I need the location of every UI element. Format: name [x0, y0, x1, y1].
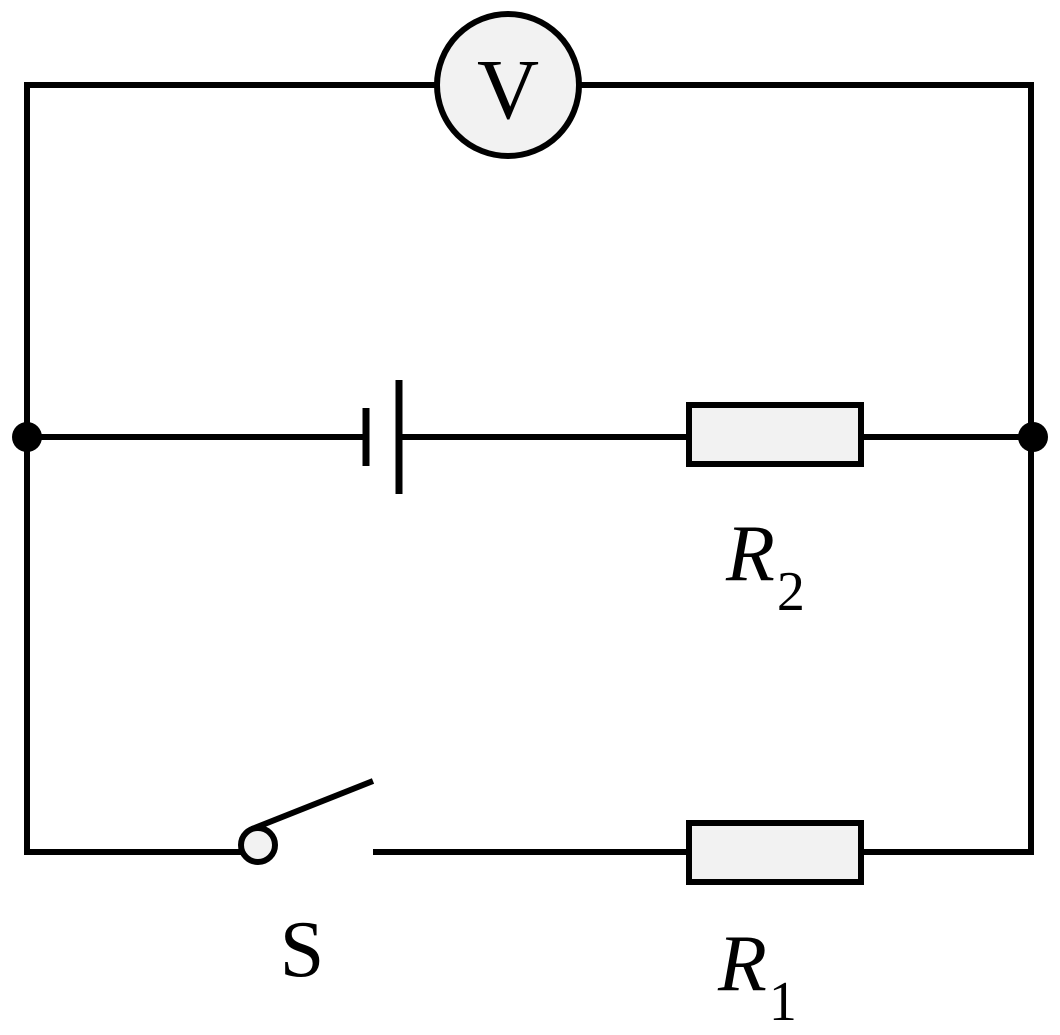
resistor-r2: R2 — [686, 402, 864, 623]
junction-right — [1018, 422, 1048, 452]
resistor-r1: R1 — [686, 820, 864, 1033]
resistor-r1-label-main: R — [717, 920, 767, 1008]
wires — [24, 82, 1034, 855]
switch-pivot — [238, 825, 278, 865]
voltmeter: V — [434, 11, 582, 159]
junction-left — [12, 422, 42, 452]
battery — [362, 380, 403, 494]
voltmeter-circle — [434, 11, 582, 159]
switch-label: S — [280, 906, 325, 994]
resistor-r1-label-sub: 1 — [769, 971, 797, 1033]
resistor-r2-label: R2 — [725, 510, 805, 623]
junctions — [12, 422, 1048, 452]
voltmeter-symbol: V — [477, 41, 539, 137]
resistor-r2-body — [686, 402, 864, 467]
resistor-r1-body — [686, 820, 864, 885]
resistor-r1-label: R1 — [717, 920, 797, 1033]
resistor-r2-label-sub: 2 — [777, 561, 805, 623]
switch-s: S — [238, 778, 375, 994]
resistor-r2-label-main: R — [725, 510, 775, 598]
switch-lever — [250, 778, 375, 832]
